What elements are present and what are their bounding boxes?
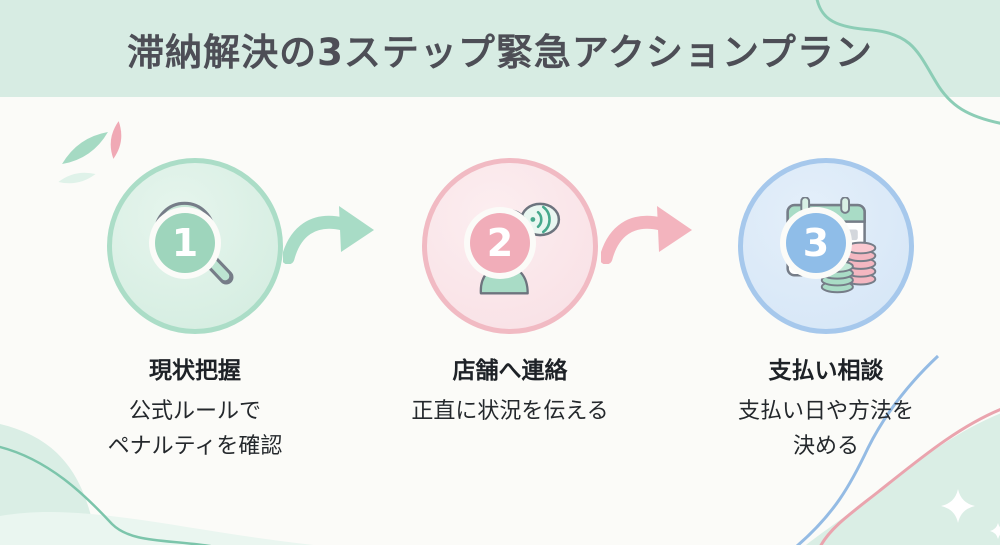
- petal-icon: [110, 121, 122, 159]
- bottom-left-blob-light: [0, 512, 315, 545]
- step-3-number-badge: 3: [786, 213, 846, 273]
- title-banner: 滞納解決の3ステップ緊急アクションプラン: [0, 0, 1000, 97]
- step-1: 1 現状把握 公式ルールで ペナルティを確認: [35, 158, 355, 464]
- step-1-number-badge: 1: [155, 213, 215, 273]
- arrow-2-3-icon: [601, 206, 692, 264]
- sparkle-icon: [990, 523, 1000, 539]
- step-2-description: 正直に状況を伝える: [411, 399, 609, 424]
- step-2: 2 店舗へ連絡 正直に状況を伝える: [350, 158, 670, 429]
- step-2-number-badge: 2: [470, 213, 530, 273]
- sparkle-icon: [941, 489, 975, 523]
- step-3-description: 支払い日や方法を 決める: [737, 399, 914, 460]
- step-1-title: 現状把握: [149, 358, 241, 384]
- step-3-circle: 3: [738, 158, 914, 334]
- page-title: 滞納解決の3ステップ緊急アクションプラン: [127, 30, 873, 74]
- step-3: 3 支払い相談 支払い日や方法を 決める: [666, 158, 986, 464]
- step-2-circle: 2: [422, 158, 598, 334]
- step-3-title: 支払い相談: [768, 358, 884, 384]
- step-2-title: 店舗へ連絡: [452, 358, 568, 384]
- arrow-1-2-icon: [283, 206, 374, 264]
- step-1-description: 公式ルールで ペナルティを確認: [107, 399, 283, 460]
- step-1-circle: 1: [107, 158, 283, 334]
